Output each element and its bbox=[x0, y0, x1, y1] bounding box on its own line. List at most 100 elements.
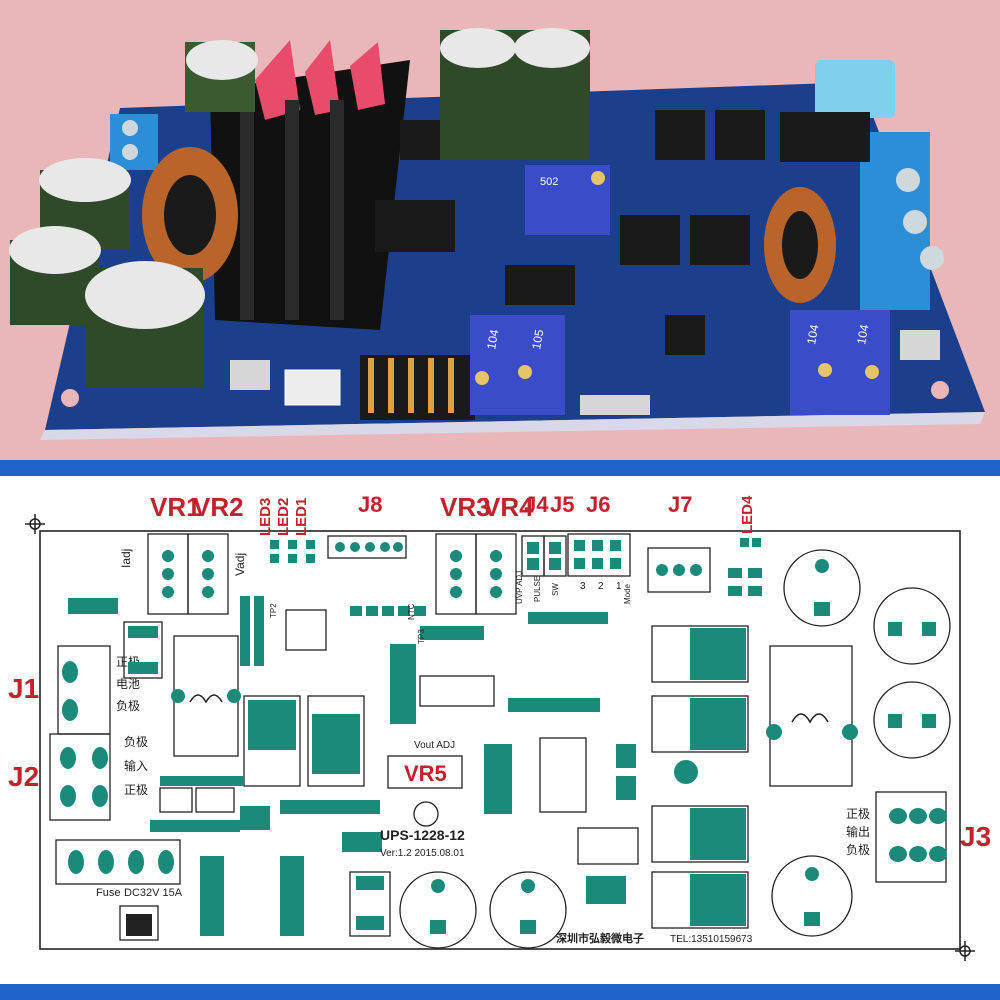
capacitor-footprint bbox=[783, 549, 861, 627]
j2-pads bbox=[60, 747, 108, 807]
board-photo: 104 105 104 104 502 bbox=[0, 0, 1000, 460]
vr5-label: VR5 bbox=[404, 761, 447, 786]
pcb-edge bbox=[40, 412, 985, 440]
ic-footprint bbox=[419, 675, 495, 707]
vr3-label: VR3 bbox=[440, 492, 491, 522]
ic-chip bbox=[505, 265, 575, 305]
j5-footprint bbox=[543, 535, 567, 577]
smd-diode bbox=[119, 905, 159, 941]
terminal-screw bbox=[903, 210, 927, 234]
pot-label: 502 bbox=[540, 176, 558, 188]
mosfet bbox=[690, 215, 750, 265]
version-text: Ver:1.2 2015.08.01 bbox=[380, 848, 465, 859]
mode-num-2: 2 bbox=[598, 581, 604, 592]
ic-footprint bbox=[577, 827, 639, 865]
fuse-holder bbox=[780, 112, 870, 162]
ic-chip bbox=[655, 110, 705, 160]
j1-text-negative: 负极 bbox=[116, 699, 140, 713]
mount-hole bbox=[61, 389, 79, 407]
smd-pad bbox=[68, 598, 118, 614]
inductor-pad bbox=[766, 724, 782, 740]
blade-fuse bbox=[815, 60, 895, 118]
heatsink-fin bbox=[240, 100, 254, 320]
sw-text: SW bbox=[551, 583, 560, 596]
company-text: 深圳市弘毅微电子 bbox=[556, 931, 644, 945]
tel-text: TEL:13510159673 bbox=[670, 934, 753, 945]
j8-footprint bbox=[327, 535, 407, 559]
led1-label: LED1 bbox=[293, 498, 310, 536]
frame-divider bbox=[0, 460, 1000, 476]
pot-label: 104 bbox=[854, 323, 871, 345]
heatsink-fin bbox=[330, 100, 344, 320]
tp2-text: TP2 bbox=[269, 603, 278, 618]
led2-label: LED2 bbox=[275, 498, 292, 536]
j6-label: J6 bbox=[586, 492, 610, 517]
capacitor-footprint bbox=[771, 855, 853, 937]
registration-mark bbox=[955, 941, 975, 961]
ic-chip bbox=[375, 200, 455, 252]
capacitor bbox=[514, 28, 590, 160]
smd-component bbox=[900, 330, 940, 360]
capacitor bbox=[85, 261, 205, 388]
j4-label: J4 bbox=[524, 492, 549, 517]
terminal-screw bbox=[896, 168, 920, 192]
smd-component bbox=[580, 395, 650, 415]
ic-chip bbox=[665, 315, 705, 355]
smd-diode-body bbox=[126, 914, 152, 936]
j8-label: J8 bbox=[358, 492, 382, 517]
mosfet-pad bbox=[690, 874, 746, 926]
vr-pads bbox=[450, 550, 502, 598]
tp3-text: TP3 bbox=[417, 629, 426, 644]
mosfet-footprint bbox=[651, 871, 749, 929]
mosfet-footprint bbox=[243, 695, 301, 787]
vr1-label: VR1 bbox=[150, 492, 201, 522]
mosfet-pad bbox=[690, 628, 746, 680]
mosfet-footprint bbox=[651, 805, 749, 863]
potentiometer: 502 bbox=[525, 165, 610, 235]
capacitor-footprint bbox=[489, 871, 567, 949]
fuse-footprint bbox=[55, 839, 181, 885]
terminal-screw bbox=[920, 246, 944, 270]
heatsink bbox=[210, 60, 410, 330]
vr5-footprint bbox=[387, 755, 463, 789]
vr4-label: VR4 bbox=[483, 492, 534, 522]
j3-pads bbox=[889, 808, 947, 862]
potentiometer: 105 bbox=[515, 315, 565, 415]
j3-footprint bbox=[875, 791, 947, 883]
mode-num-3: 3 bbox=[580, 581, 586, 592]
capacitor bbox=[440, 28, 516, 160]
iadj-text: Iadj bbox=[119, 549, 133, 568]
j1-footprint bbox=[57, 645, 111, 735]
led-pads bbox=[270, 538, 762, 596]
pcb-layout-diagram: VR1 VR2 LED3 LED2 LED1 J8 VR3 VR4 J4 J5 … bbox=[8, 492, 991, 961]
vr2-label: VR2 bbox=[193, 492, 244, 522]
capacitor bbox=[185, 40, 258, 112]
inductor-symbol bbox=[189, 694, 223, 704]
heatsink-fin bbox=[305, 40, 340, 115]
mosfet-pad bbox=[690, 808, 746, 860]
vadj-text: Vadj bbox=[233, 553, 247, 576]
pot-label: 105 bbox=[529, 328, 546, 350]
j1-label: J1 bbox=[8, 673, 39, 704]
j3-text-negative: 负极 bbox=[846, 843, 870, 857]
ic-footprint bbox=[285, 609, 327, 651]
mode-text: Mode bbox=[623, 583, 632, 604]
toroid-core bbox=[164, 175, 216, 255]
smd-footprint bbox=[123, 621, 163, 679]
smd-footprint bbox=[349, 871, 391, 937]
j2-label: J2 bbox=[8, 761, 39, 792]
mosfet-footprint bbox=[651, 695, 749, 753]
frame-divider bbox=[0, 984, 1000, 1000]
fuse-text: Fuse bbox=[96, 887, 120, 899]
j7-label: J7 bbox=[668, 492, 692, 517]
potentiometer: 104 bbox=[470, 315, 520, 415]
vr-pads bbox=[162, 550, 214, 598]
potentiometer: 104 bbox=[790, 310, 840, 415]
inductor-pad bbox=[842, 724, 858, 740]
inductor-symbol bbox=[791, 713, 829, 724]
ic-chip bbox=[715, 110, 765, 160]
j5-label: J5 bbox=[550, 492, 574, 517]
j8-pads bbox=[335, 542, 403, 552]
led3-label: LED3 bbox=[257, 498, 274, 536]
vr2-footprint bbox=[187, 533, 229, 615]
